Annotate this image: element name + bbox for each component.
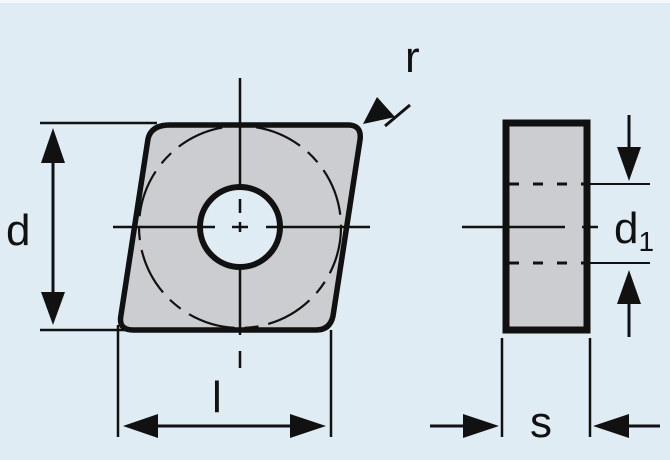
arrow-down-icon	[41, 292, 65, 325]
arrow-diagonal-icon	[363, 97, 395, 124]
label-d: d	[6, 206, 30, 255]
top-view: d l r	[6, 33, 420, 438]
dimension-l: l	[116, 325, 333, 438]
side-view: d1 s	[430, 115, 660, 447]
arrow-left-icon	[123, 414, 158, 438]
callout-r: r	[363, 33, 420, 128]
arrow-up-icon	[617, 270, 641, 304]
label-s: s	[530, 398, 552, 447]
arrow-down-icon	[617, 147, 641, 181]
label-r: r	[405, 33, 420, 82]
dimension-s: s	[430, 338, 660, 447]
arrow-left-icon	[593, 414, 629, 438]
dimension-d1: d1	[590, 115, 654, 337]
arrow-right-icon	[463, 414, 499, 438]
label-l: l	[212, 373, 222, 422]
arrow-right-icon	[290, 414, 326, 438]
label-d1: d1	[614, 204, 654, 257]
top-border-strip	[0, 0, 670, 3]
arrow-up-icon	[41, 128, 65, 163]
dimension-d: d	[6, 121, 157, 332]
